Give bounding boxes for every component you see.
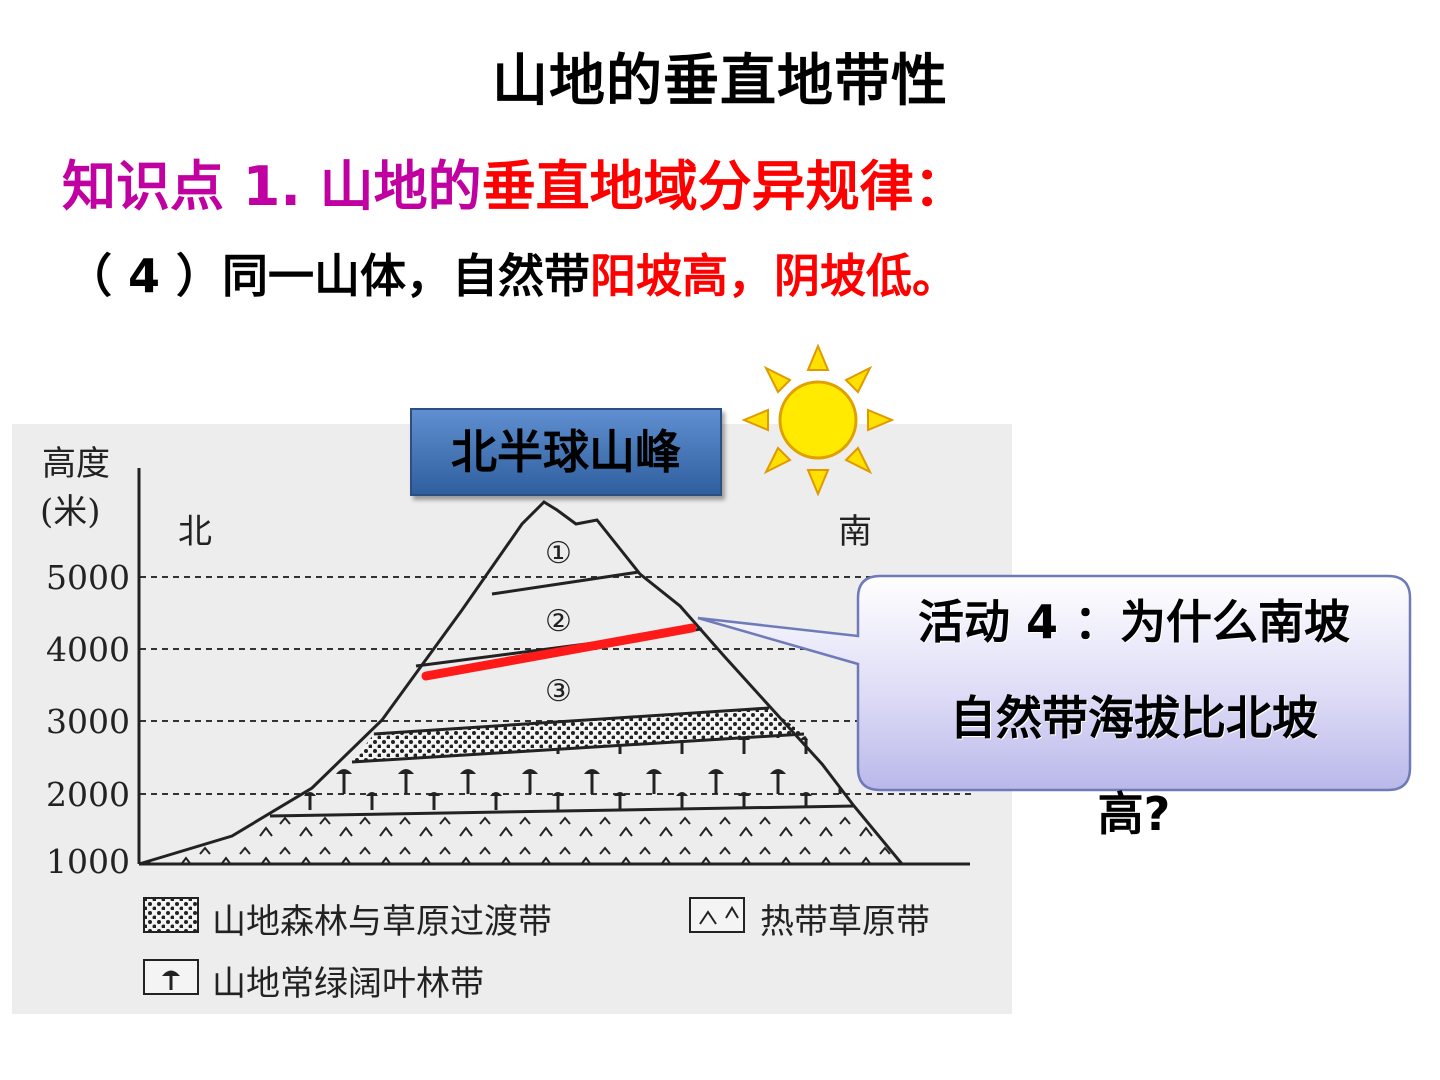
y-tick: 3000 [46, 702, 130, 741]
legend-evergreen-label: 山地常绿阔叶林带 [212, 964, 484, 1004]
y-tick: 2000 [46, 775, 130, 814]
legend-savanna-marks [699, 906, 739, 925]
callout-text: 活动 4 ：为什么南坡自然带海拔比北坡高? [862, 574, 1406, 862]
legend-evergreen-mark [162, 970, 180, 976]
north-label: 北 [178, 512, 212, 552]
y-tick: 4000 [46, 630, 130, 669]
zone-label-2: ② [545, 604, 572, 639]
south-label: 南 [838, 512, 872, 552]
callout-line-1: 活动 4 ：为什么南坡 [917, 595, 1351, 649]
y-axis-label-line2: (米) [40, 492, 101, 532]
mountain-outline [138, 500, 904, 866]
sun-icon [742, 344, 894, 496]
legend-savanna-label: 热带草原带 [760, 902, 930, 942]
red-highlight-line [421, 623, 697, 681]
hemisphere-label: 北半球山峰 [410, 408, 722, 496]
legend-transition-swatch [143, 897, 199, 933]
zone-label-1: ① [545, 536, 572, 571]
point-4-prefix: （ 4 ）同一山体，自然带 [66, 249, 591, 303]
knowledge-point-highlight: 垂直地域分异规律： [481, 155, 968, 218]
callout-line-2: 自然带海拔比北坡 [950, 691, 1318, 745]
knowledge-point-heading: 知识点 1. 山地的垂直地域分异规律： [62, 146, 1002, 228]
transition-band [352, 708, 804, 762]
y-tick: 1000 [46, 842, 130, 881]
y-axis-label-line1: 高度 [42, 444, 110, 484]
savanna-band [139, 806, 902, 864]
callout-line-3: 高? [1097, 787, 1171, 841]
point-4-highlight: 阳坡高，阴坡低。 [590, 249, 959, 303]
slide-title: 山地的垂直地带性 [492, 49, 948, 114]
mountain-diagram-svg [137, 468, 972, 995]
knowledge-point-prefix: 知识点 1. 山地的 [62, 155, 482, 218]
zone-label-3: ③ [545, 674, 572, 709]
evergreen-forest-band [270, 734, 854, 816]
legend-savanna-swatch [689, 897, 745, 933]
y-tick: 5000 [46, 558, 130, 597]
mountain-diagram: 高度 (米) 北 南 5000 4000 3000 2000 1000 ① ② … [12, 424, 1012, 1014]
legend-transition-label: 山地森林与草原过渡带 [212, 902, 552, 942]
point-4-statement: （ 4 ）同一山体，自然带阳坡高，阴坡低。 [66, 240, 958, 306]
